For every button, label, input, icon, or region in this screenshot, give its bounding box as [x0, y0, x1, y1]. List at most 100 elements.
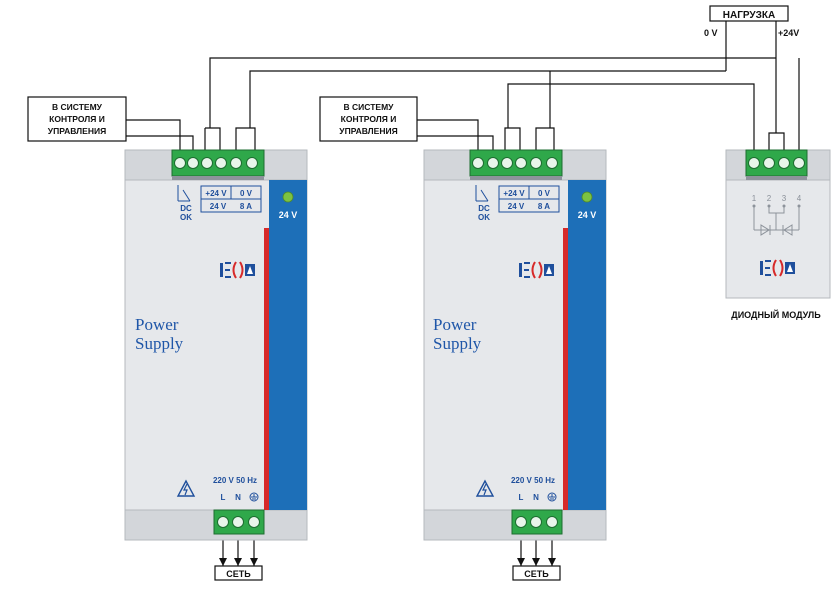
power-supply-2: В СИСТЕМУ КОНТРОЛЯ И УПРАВЛЕНИЯ 24 V DC … [319, 96, 607, 581]
wiring [126, 21, 800, 566]
terminal-screw [174, 157, 186, 169]
red-stripe [563, 228, 568, 510]
terminal-screw [217, 516, 229, 528]
terminal-screw [530, 157, 542, 169]
wire-24v-bus [209, 57, 776, 128]
control-label-line1: В СИСТЕМУ [52, 102, 103, 112]
mains-arrows [219, 558, 556, 566]
wire-ps1-bridge-neg [235, 127, 256, 150]
terminal-screw [248, 516, 260, 528]
terminal-screw [763, 157, 775, 169]
manufacturer-logo-icon [519, 261, 554, 279]
pin-2-label: 2 [767, 194, 772, 203]
control-label-box [319, 96, 418, 142]
red-stripe [264, 228, 269, 510]
terminal-screw [778, 157, 790, 169]
bottom-terminals [515, 516, 558, 528]
diode-terminal-block [745, 149, 808, 177]
terminal-screw [546, 516, 558, 528]
top-terminals [174, 157, 258, 169]
wire-ps2-control-b [417, 135, 494, 150]
terminal-screw [187, 157, 199, 169]
terminal-screw [515, 516, 527, 528]
manufacturer-logo-icon [760, 259, 795, 277]
power-supply-1: В СИСТЕМУ КОНТРОЛЯ И УПРАВЛЕНИЯ 24 V D [27, 96, 308, 581]
load-24v-label: +24V [778, 28, 799, 38]
terminal-screw [232, 516, 244, 528]
terminal-screw [530, 516, 542, 528]
rating-current: 8 A [240, 202, 252, 211]
warning-icon [176, 479, 196, 497]
pin-4-label: 4 [797, 194, 802, 203]
control-label-line2: КОНТРОЛЯ И [341, 114, 397, 124]
mains-n-label: N [533, 493, 539, 502]
blue-stripe [269, 180, 307, 510]
terminal-screw [246, 157, 258, 169]
out-pos-label: +24 V [205, 189, 227, 198]
mains-l-label: L [221, 493, 226, 502]
dc-label: DC [180, 204, 192, 213]
ok-label: OK [180, 213, 192, 222]
wire-ps1-control-a [126, 119, 181, 150]
out-neg-label: 0 V [538, 189, 551, 198]
diode-module: 1 2 3 4 ДИОДНЫЙ МОДУЛЬ [725, 149, 831, 320]
diode-schematic-icon [752, 204, 801, 236]
brand-line1: Power [433, 315, 477, 334]
wire-ps1-control-b [126, 135, 194, 150]
rating-voltage: 24 V [508, 202, 525, 211]
dc-label: DC [478, 204, 490, 213]
load-label: НАГРУЗКА [723, 10, 775, 21]
terminal-screw [215, 157, 227, 169]
control-label-line3: УПРАВЛЕНИЯ [339, 126, 397, 136]
mains-label-box [214, 565, 263, 581]
terminal-screw [201, 157, 213, 169]
brand-line2: Supply [135, 334, 184, 353]
brand-line1: Power [135, 315, 179, 334]
rating-voltage: 24 V [210, 202, 227, 211]
mains-label: СЕТЬ [226, 569, 251, 579]
mains-spec: 220 V 50 Hz [213, 476, 257, 485]
wire-ps2-bridge-neg [535, 127, 555, 150]
mains-n-label: N [235, 493, 241, 502]
led-indicator [581, 191, 593, 203]
mains-spec: 220 V 50 Hz [511, 476, 555, 485]
bottom-terminals [217, 516, 260, 528]
wire-ps2-control-a [417, 119, 479, 150]
top-terminals [472, 157, 558, 169]
terminal-screw [487, 157, 499, 169]
ground-icon [249, 492, 259, 502]
control-label-line2: КОНТРОЛЯ И [49, 114, 105, 124]
out-neg-label: 0 V [240, 189, 253, 198]
ok-label: OK [478, 213, 490, 222]
terminal-screw [515, 157, 527, 169]
wire-ps2-bridge-pos [504, 127, 521, 150]
warning-icon [475, 479, 495, 497]
terminal-screw [501, 157, 513, 169]
terminal-screw [230, 157, 242, 169]
blue-stripe [568, 180, 606, 510]
dc-ok-relay-symbol [177, 185, 191, 202]
terminal-screw [546, 157, 558, 169]
brand-line2: Supply [433, 334, 482, 353]
terminal-screw [472, 157, 484, 169]
led-indicator [282, 191, 294, 203]
wire-0v-bus [249, 70, 726, 128]
wire-ps1-bridge-pos2 [205, 127, 221, 150]
rating-current: 8 A [538, 202, 550, 211]
diode-module-label: ДИОДНЫЙ МОДУЛЬ [731, 309, 821, 320]
mains-label: СЕТЬ [524, 569, 549, 579]
wire-ps2-diode [507, 83, 755, 152]
stripe-voltage: 24 V [279, 210, 298, 220]
mains-l-label: L [519, 493, 524, 502]
diode-terminals [748, 157, 805, 169]
mains-label-box [512, 565, 561, 581]
control-label-box [27, 96, 127, 142]
wire-diode-common [768, 132, 785, 152]
terminal-screw [748, 157, 760, 169]
ground-icon [547, 492, 557, 502]
manufacturer-logo-icon [220, 261, 255, 279]
pin-3-label: 3 [782, 194, 787, 203]
load-0v-label: 0 V [704, 28, 718, 38]
pin-1-label: 1 [752, 194, 757, 203]
out-pos-label: +24 V [503, 189, 525, 198]
